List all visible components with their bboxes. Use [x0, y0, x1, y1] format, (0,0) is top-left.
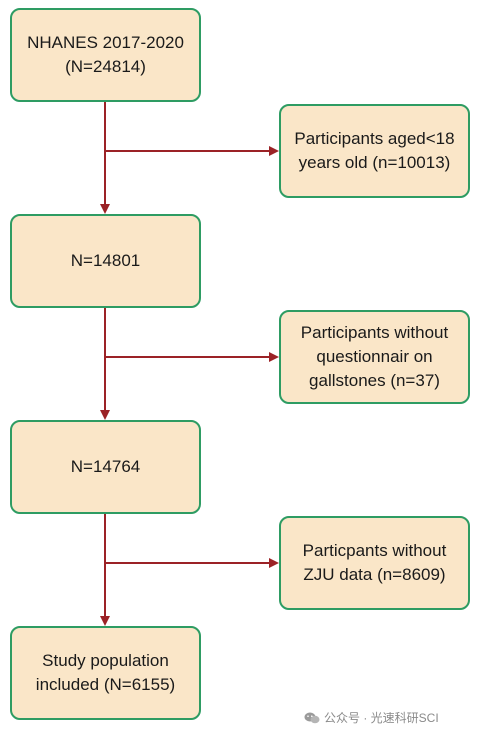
- box-n-14764: N=14764: [10, 420, 201, 514]
- wechat-icon: [304, 712, 320, 723]
- box-study-population-line-1: Study population: [42, 651, 169, 670]
- box-exclusion-questionnaire-line-2: questionnair on: [316, 347, 433, 366]
- box-exclusion-age: Participants aged<18 years old (n=10013): [279, 104, 470, 198]
- watermark: 公众号 · 光速科研SCI: [304, 709, 439, 726]
- box-exclusion-zju-line-1: Particpants without: [302, 541, 447, 560]
- box-study-population: Study population included (N=6155): [10, 626, 201, 720]
- box-nhanes-total-line-1: NHANES 2017-2020: [27, 33, 184, 52]
- box-n-14764-line-1: N=14764: [70, 457, 141, 476]
- box-nhanes-total: NHANES 2017-2020 (N=24814): [10, 8, 201, 102]
- box-study-population-line-2: included (N=6155): [35, 675, 176, 694]
- box-exclusion-zju-line-2: ZJU data (n=8609): [303, 565, 446, 584]
- box-exclusion-questionnaire-line-3: gallstones (n=37): [309, 371, 440, 390]
- watermark-text: 公众号 · 光速科研SCI: [324, 711, 439, 725]
- box-nhanes-total-line-2: (N=24814): [65, 57, 146, 76]
- box-exclusion-age-line-1: Participants aged<18: [294, 129, 455, 148]
- box-exclusion-zju: Particpants without ZJU data (n=8609): [279, 516, 470, 610]
- box-exclusion-age-line-2: years old (n=10013): [298, 153, 451, 172]
- box-n-14801-line-1: N=14801: [70, 251, 141, 270]
- box-exclusion-questionnaire-line-1: Participants without: [300, 323, 449, 342]
- box-n-14801: N=14801: [10, 214, 201, 308]
- box-exclusion-questionnaire: Participants without questionnair on gal…: [279, 310, 470, 404]
